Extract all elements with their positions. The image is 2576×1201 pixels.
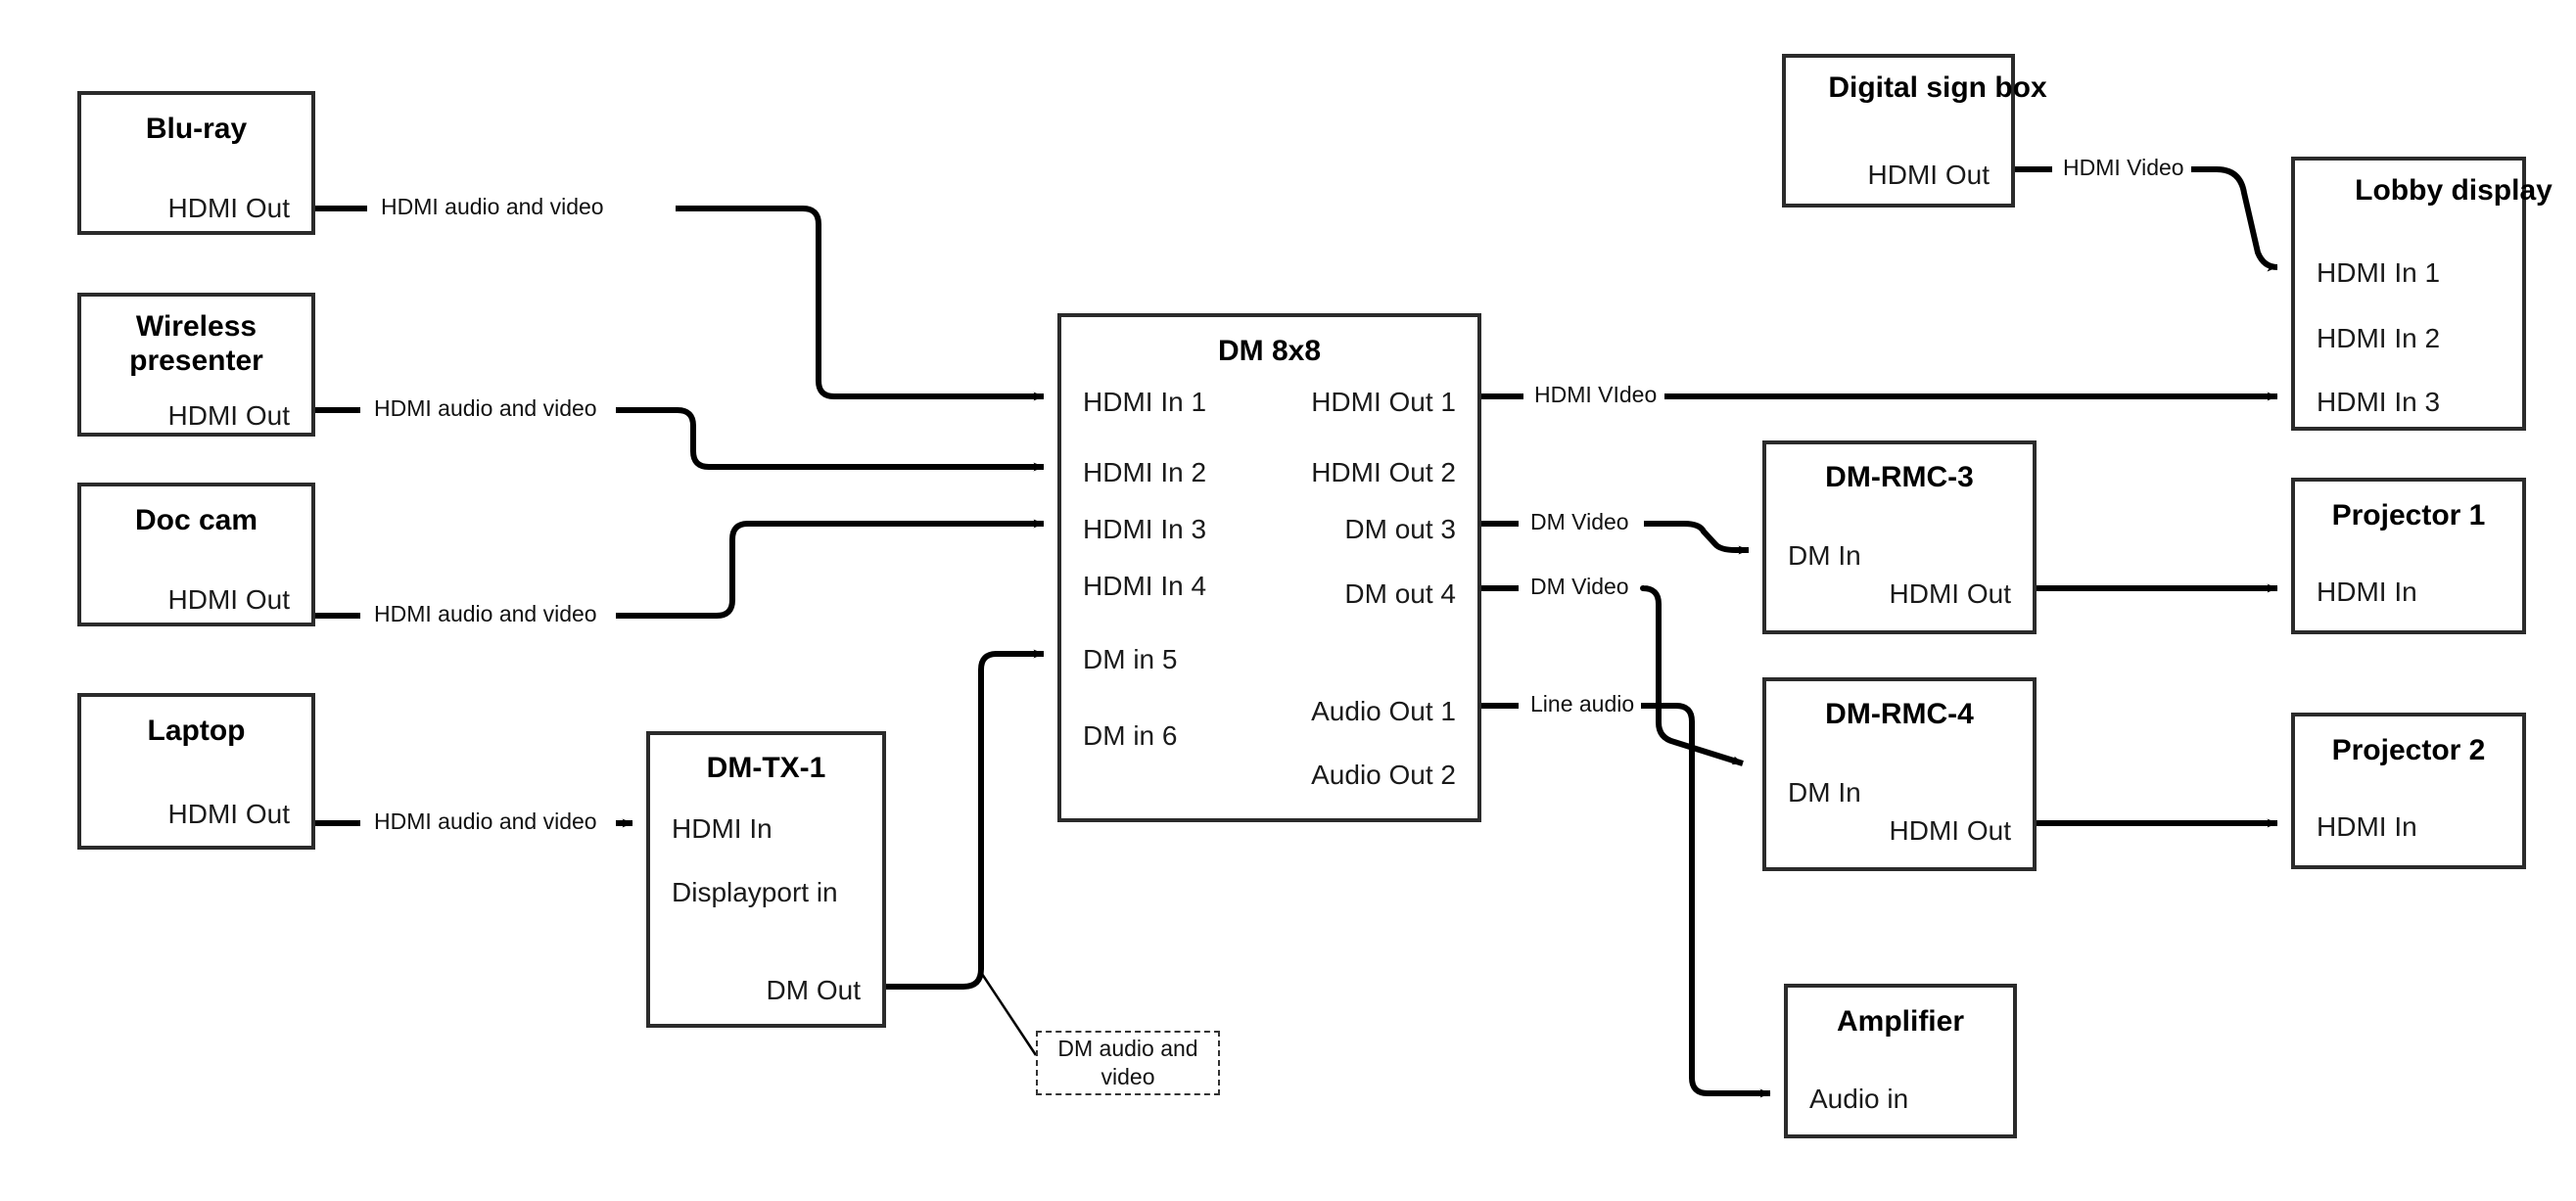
wire-dm-out4-to-rmc4-b <box>1640 585 1744 766</box>
wire-wireless-to-dm-in2-b <box>616 407 1045 472</box>
node-lobby-display-title: Lobby display <box>2355 174 2553 207</box>
node-doc-cam[interactable]: Doc cam HDMI Out <box>77 483 315 626</box>
node-dm-8x8-output-dm-out-4: DM out 4 <box>1344 578 1456 609</box>
node-dm-8x8-input-dm-in-5: DM in 5 <box>1083 644 1178 674</box>
wire-label-laptop-to-tx: HDMI audio and video <box>367 810 604 833</box>
node-bluray-port-hdmi-out: HDMI Out <box>167 193 290 223</box>
node-wireless-presenter[interactable]: Wireless presenter HDMI Out <box>77 293 315 437</box>
node-dm-8x8-output-hdmi-out-1: HDMI Out 1 <box>1311 387 1456 417</box>
node-laptop-port-hdmi-out: HDMI Out <box>167 799 290 829</box>
node-lobby-display-port-hdmi-in-3: HDMI In 3 <box>2317 387 2441 417</box>
node-dm-8x8-output-audio-out-2: Audio Out 2 <box>1311 760 1456 790</box>
node-dm-tx-1-port-hdmi-in: HDMI In <box>672 813 773 844</box>
callout-leader-line <box>978 970 1038 1056</box>
wire-tx-dmout-to-dm-in5 <box>886 649 1045 990</box>
node-dm-8x8-input-hdmi-in-2: HDMI In 2 <box>1083 457 1207 487</box>
node-dm-rmc-3-port-hdmi-out: HDMI Out <box>1889 578 2011 609</box>
wire-doccam-to-dm-in3-b <box>616 519 1045 619</box>
node-bluray-title: Blu-ray <box>145 113 248 145</box>
wire-label-bluray-to-dm-in1: HDMI audio and video <box>374 196 611 218</box>
node-digital-sign-box-port-hdmi-out: HDMI Out <box>1867 160 1990 190</box>
node-lobby-display[interactable]: Lobby display HDMI In 1 HDMI In 2 HDMI I… <box>2291 157 2553 431</box>
node-dm-8x8-title: DM 8x8 <box>1217 335 1322 367</box>
node-dm-8x8-input-hdmi-in-3: HDMI In 3 <box>1083 514 1207 544</box>
wire-label-dm-out4-to-rmc4: DM Video <box>1523 576 1636 598</box>
wire-dm-audio1-to-amp-b <box>1631 703 1771 1098</box>
wire-label-dm-out1-to-lobby: HDMI VIdeo <box>1527 384 1664 406</box>
node-dm-tx-1-port-dm-out: DM Out <box>766 975 861 1005</box>
node-dm-8x8-input-dm-in-6: DM in 6 <box>1083 720 1178 751</box>
node-bluray[interactable]: Blu-ray HDMI Out <box>77 91 315 235</box>
node-dm-rmc-4-port-dm-in: DM In <box>1788 777 1861 808</box>
node-digital-sign-box-title: Digital sign box <box>1828 71 2047 104</box>
node-dm-tx-1-title: DM-TX-1 <box>706 752 826 784</box>
wire-dm-out3-to-rmc3-b <box>1644 521 1750 555</box>
wire-label-wireless-to-dm-in2: HDMI audio and video <box>367 397 604 420</box>
node-dm-8x8-output-audio-out-1: Audio Out 1 <box>1311 696 1456 726</box>
node-lobby-display-port-hdmi-in-2: HDMI In 2 <box>2317 323 2441 353</box>
node-lobby-display-port-hdmi-in-1: HDMI In 1 <box>2317 257 2441 288</box>
node-dm-tx-1[interactable]: DM-TX-1 HDMI In Displayport in DM Out <box>646 731 886 1028</box>
node-laptop[interactable]: Laptop HDMI Out <box>77 693 315 850</box>
node-dm-rmc-3-title: DM-RMC-3 <box>1825 461 1974 493</box>
node-projector-1[interactable]: Projector 1 HDMI In <box>2291 478 2526 634</box>
node-dm-rmc-4-port-hdmi-out: HDMI Out <box>1889 815 2011 846</box>
node-digital-sign-box[interactable]: Digital sign box HDMI Out <box>1782 54 2047 208</box>
node-laptop-title: Laptop <box>147 715 246 747</box>
node-dm-8x8[interactable]: DM 8x8 HDMI In 1 HDMI In 2 HDMI In 3 HDM… <box>1057 313 1481 822</box>
wire-label-audio-out1-to-amp: Line audio <box>1523 693 1642 716</box>
node-wireless-presenter-title: Wireless presenter <box>129 310 263 377</box>
node-dm-8x8-input-hdmi-in-1: HDMI In 1 <box>1083 387 1207 417</box>
node-dm-rmc-4[interactable]: DM-RMC-4 DM In HDMI Out <box>1762 677 2037 871</box>
node-amplifier-title: Amplifier <box>1836 1005 1965 1038</box>
node-doc-cam-port-hdmi-out: HDMI Out <box>167 584 290 615</box>
node-doc-cam-title: Doc cam <box>134 504 258 536</box>
node-wireless-presenter-port-hdmi-out: HDMI Out <box>167 400 290 431</box>
node-dm-8x8-output-hdmi-out-2: HDMI Out 2 <box>1311 457 1456 487</box>
node-projector-2-title: Projector 2 <box>2331 734 2486 766</box>
node-projector-1-port-hdmi-in: HDMI In <box>2317 577 2417 607</box>
node-dm-tx-1-port-displayport-in: Displayport in <box>672 877 838 907</box>
node-dm-rmc-3[interactable]: DM-RMC-3 DM In HDMI Out <box>1762 440 2037 634</box>
wire-label-doccam-to-dm-in3: HDMI audio and video <box>367 603 604 625</box>
node-dm-8x8-output-dm-out-3: DM out 3 <box>1344 514 1456 544</box>
wire-bluray-to-dm-in1-b <box>676 206 1045 401</box>
node-dm-8x8-input-hdmi-in-4: HDMI In 4 <box>1083 571 1207 601</box>
node-projector-2-port-hdmi-in: HDMI In <box>2317 811 2417 842</box>
wire-sign-to-lobby-in1-b <box>2185 166 2278 272</box>
wire-label-sign-to-lobby: HDMI Video <box>2056 157 2191 179</box>
wire-label-dm-out3-to-rmc3: DM Video <box>1523 511 1636 533</box>
node-dm-rmc-4-title: DM-RMC-4 <box>1825 698 1974 730</box>
node-projector-1-title: Projector 1 <box>2331 499 2486 531</box>
node-amplifier[interactable]: Amplifier Audio in <box>1784 984 2017 1138</box>
node-amplifier-port-audio-in: Audio in <box>1809 1084 1909 1114</box>
node-dm-rmc-3-port-dm-in: DM In <box>1788 540 1861 571</box>
callout-dm-audio-and-video: DM audio and video <box>1036 1031 1220 1095</box>
node-projector-2[interactable]: Projector 2 HDMI In <box>2291 713 2526 869</box>
